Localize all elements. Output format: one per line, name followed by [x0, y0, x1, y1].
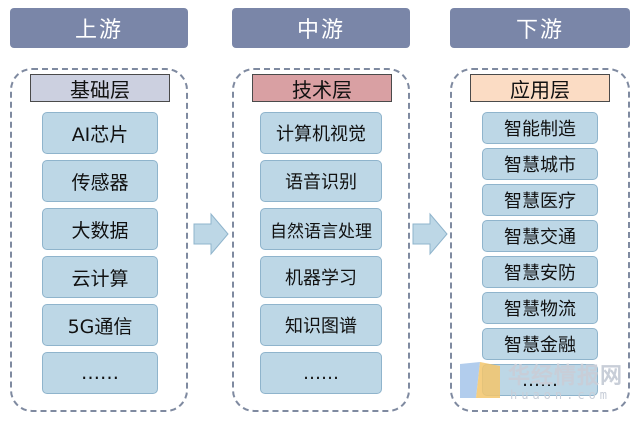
item-smart-finance: 智慧金融	[482, 328, 598, 360]
item-speech-recognition: 语音识别	[260, 160, 382, 202]
item-smart-city: 智慧城市	[482, 148, 598, 180]
item-smart-security: 智慧安防	[482, 256, 598, 288]
column-box-downstream	[450, 68, 630, 412]
item-cloud-computing: 云计算	[42, 256, 158, 298]
item-5g: 5G通信	[42, 304, 158, 346]
layer-title-technology: 技术层	[252, 74, 392, 102]
column-box-midstream	[232, 68, 410, 412]
item-smart-healthcare: 智慧医疗	[482, 184, 598, 216]
column-header-midstream: 中游	[232, 8, 410, 48]
column-box-upstream	[10, 68, 188, 412]
layer-title-application: 应用层	[470, 74, 610, 102]
column-header-downstream: 下游	[450, 8, 630, 48]
layer-title-foundation: 基础层	[30, 74, 170, 102]
arrow-right-icon	[193, 212, 229, 256]
item-smart-manufacturing: 智能制造	[482, 112, 598, 144]
watermark-logo-icon	[460, 362, 500, 398]
item-machine-learning: 机器学习	[260, 256, 382, 298]
item-more: ……	[482, 364, 598, 396]
arrow-right-icon	[412, 212, 448, 256]
item-smart-transport: 智慧交通	[482, 220, 598, 252]
column-header-upstream: 上游	[10, 8, 188, 48]
watermark-brand: 华经情报网	[508, 364, 624, 389]
item-knowledge-graph: 知识图谱	[260, 304, 382, 346]
item-sensor: 传感器	[42, 160, 158, 202]
item-nlp: 自然语言处理	[260, 208, 382, 250]
watermark-site: huaon.com	[510, 388, 612, 402]
item-more: ……	[42, 352, 158, 394]
item-ai-chip: AI芯片	[42, 112, 158, 154]
item-more: ……	[260, 352, 382, 394]
item-computer-vision: 计算机视觉	[260, 112, 382, 154]
item-smart-logistics: 智慧物流	[482, 292, 598, 324]
item-big-data: 大数据	[42, 208, 158, 250]
